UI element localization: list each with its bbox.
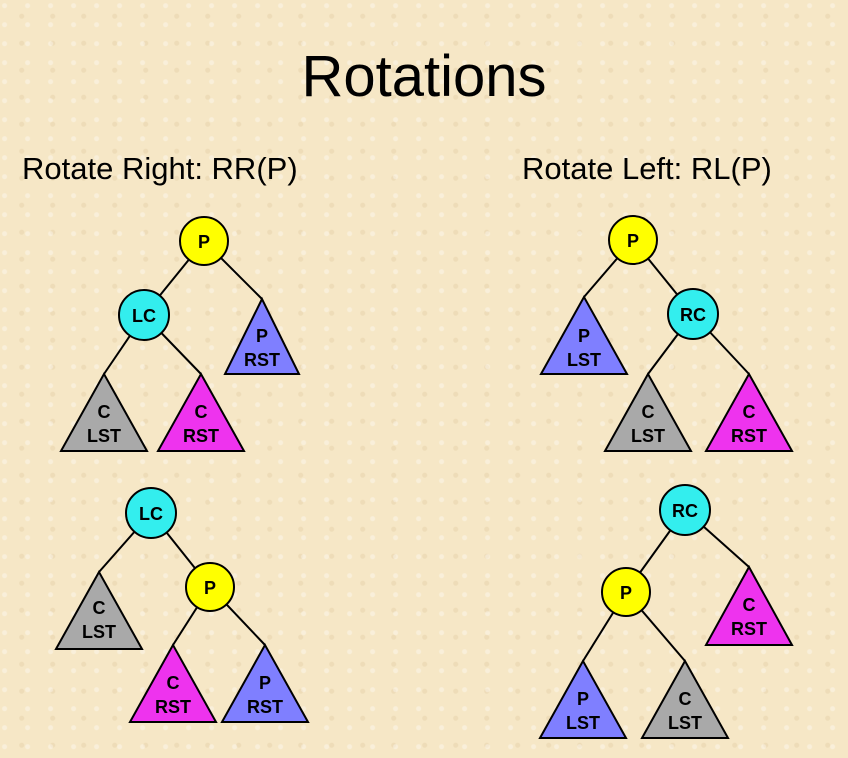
subtree-label: P: [577, 689, 589, 709]
node-label: P: [620, 583, 632, 603]
subtree-label: C: [642, 402, 655, 422]
subtree-label: C: [743, 595, 756, 615]
page-title: Rotations: [301, 44, 546, 109]
subtree-label: RST: [244, 350, 280, 370]
node-label: P: [627, 231, 639, 251]
rr-after-tree: LC P C LST C RST P RST: [54, 487, 310, 723]
rotate-left-heading: Rotate Left: RL(P): [522, 151, 772, 186]
subtree-p-rst: [220, 642, 310, 723]
subtree-label: C: [167, 673, 180, 693]
node-p: [185, 562, 235, 612]
node-p: [608, 215, 658, 265]
node-label: RC: [672, 501, 698, 521]
subtree-label: RST: [731, 619, 767, 639]
rotate-right-heading: Rotate Right: RR(P): [22, 151, 298, 186]
subtree-p-lst: [539, 294, 629, 375]
subtree-label: LST: [82, 622, 116, 642]
subtree-c-rst: [156, 371, 246, 452]
node-label: LC: [139, 504, 163, 524]
rl-before-tree: P RC P LST C LST C RST: [539, 215, 794, 452]
node-p: [179, 216, 229, 266]
subtree-label: LST: [566, 713, 600, 733]
subtree-label: RST: [183, 426, 219, 446]
subtree-label: LST: [631, 426, 665, 446]
subtree-p-lst: [538, 658, 628, 739]
subtree-label: P: [578, 326, 590, 346]
subtree-c-lst: [54, 569, 144, 650]
node-p: [601, 567, 651, 617]
node-lc: [118, 289, 170, 341]
rl-after-tree: RC P C RST P LST C LST: [538, 484, 794, 739]
subtree-label: LST: [567, 350, 601, 370]
subtree-label: LST: [668, 713, 702, 733]
node-label: LC: [132, 306, 156, 326]
subtree-label: RST: [247, 697, 283, 717]
node-rc: [667, 288, 719, 340]
subtree-c-lst: [603, 371, 693, 452]
subtree-label: P: [259, 673, 271, 693]
node-lc: [125, 487, 177, 539]
node-label: RC: [680, 305, 706, 325]
subtree-c-lst: [59, 371, 149, 452]
subtree-label: RST: [155, 697, 191, 717]
subtree-c-lst: [640, 658, 730, 739]
node-rc: [659, 484, 711, 536]
subtree-label: C: [743, 402, 756, 422]
subtree-label: P: [256, 326, 268, 346]
subtree-c-rst: [704, 371, 794, 452]
subtree-label: C: [93, 598, 106, 618]
rr-before-tree: P LC P RST C LST C RST: [59, 216, 301, 452]
subtree-label: C: [195, 402, 208, 422]
subtree-label: RST: [731, 426, 767, 446]
subtree-label: LST: [87, 426, 121, 446]
subtree-c-rst: [128, 642, 218, 723]
subtree-label: C: [98, 402, 111, 422]
node-label: P: [204, 578, 216, 598]
node-label: P: [198, 232, 210, 252]
subtree-c-rst: [704, 564, 794, 646]
subtree-p-rst: [223, 296, 301, 375]
subtree-label: C: [679, 689, 692, 709]
